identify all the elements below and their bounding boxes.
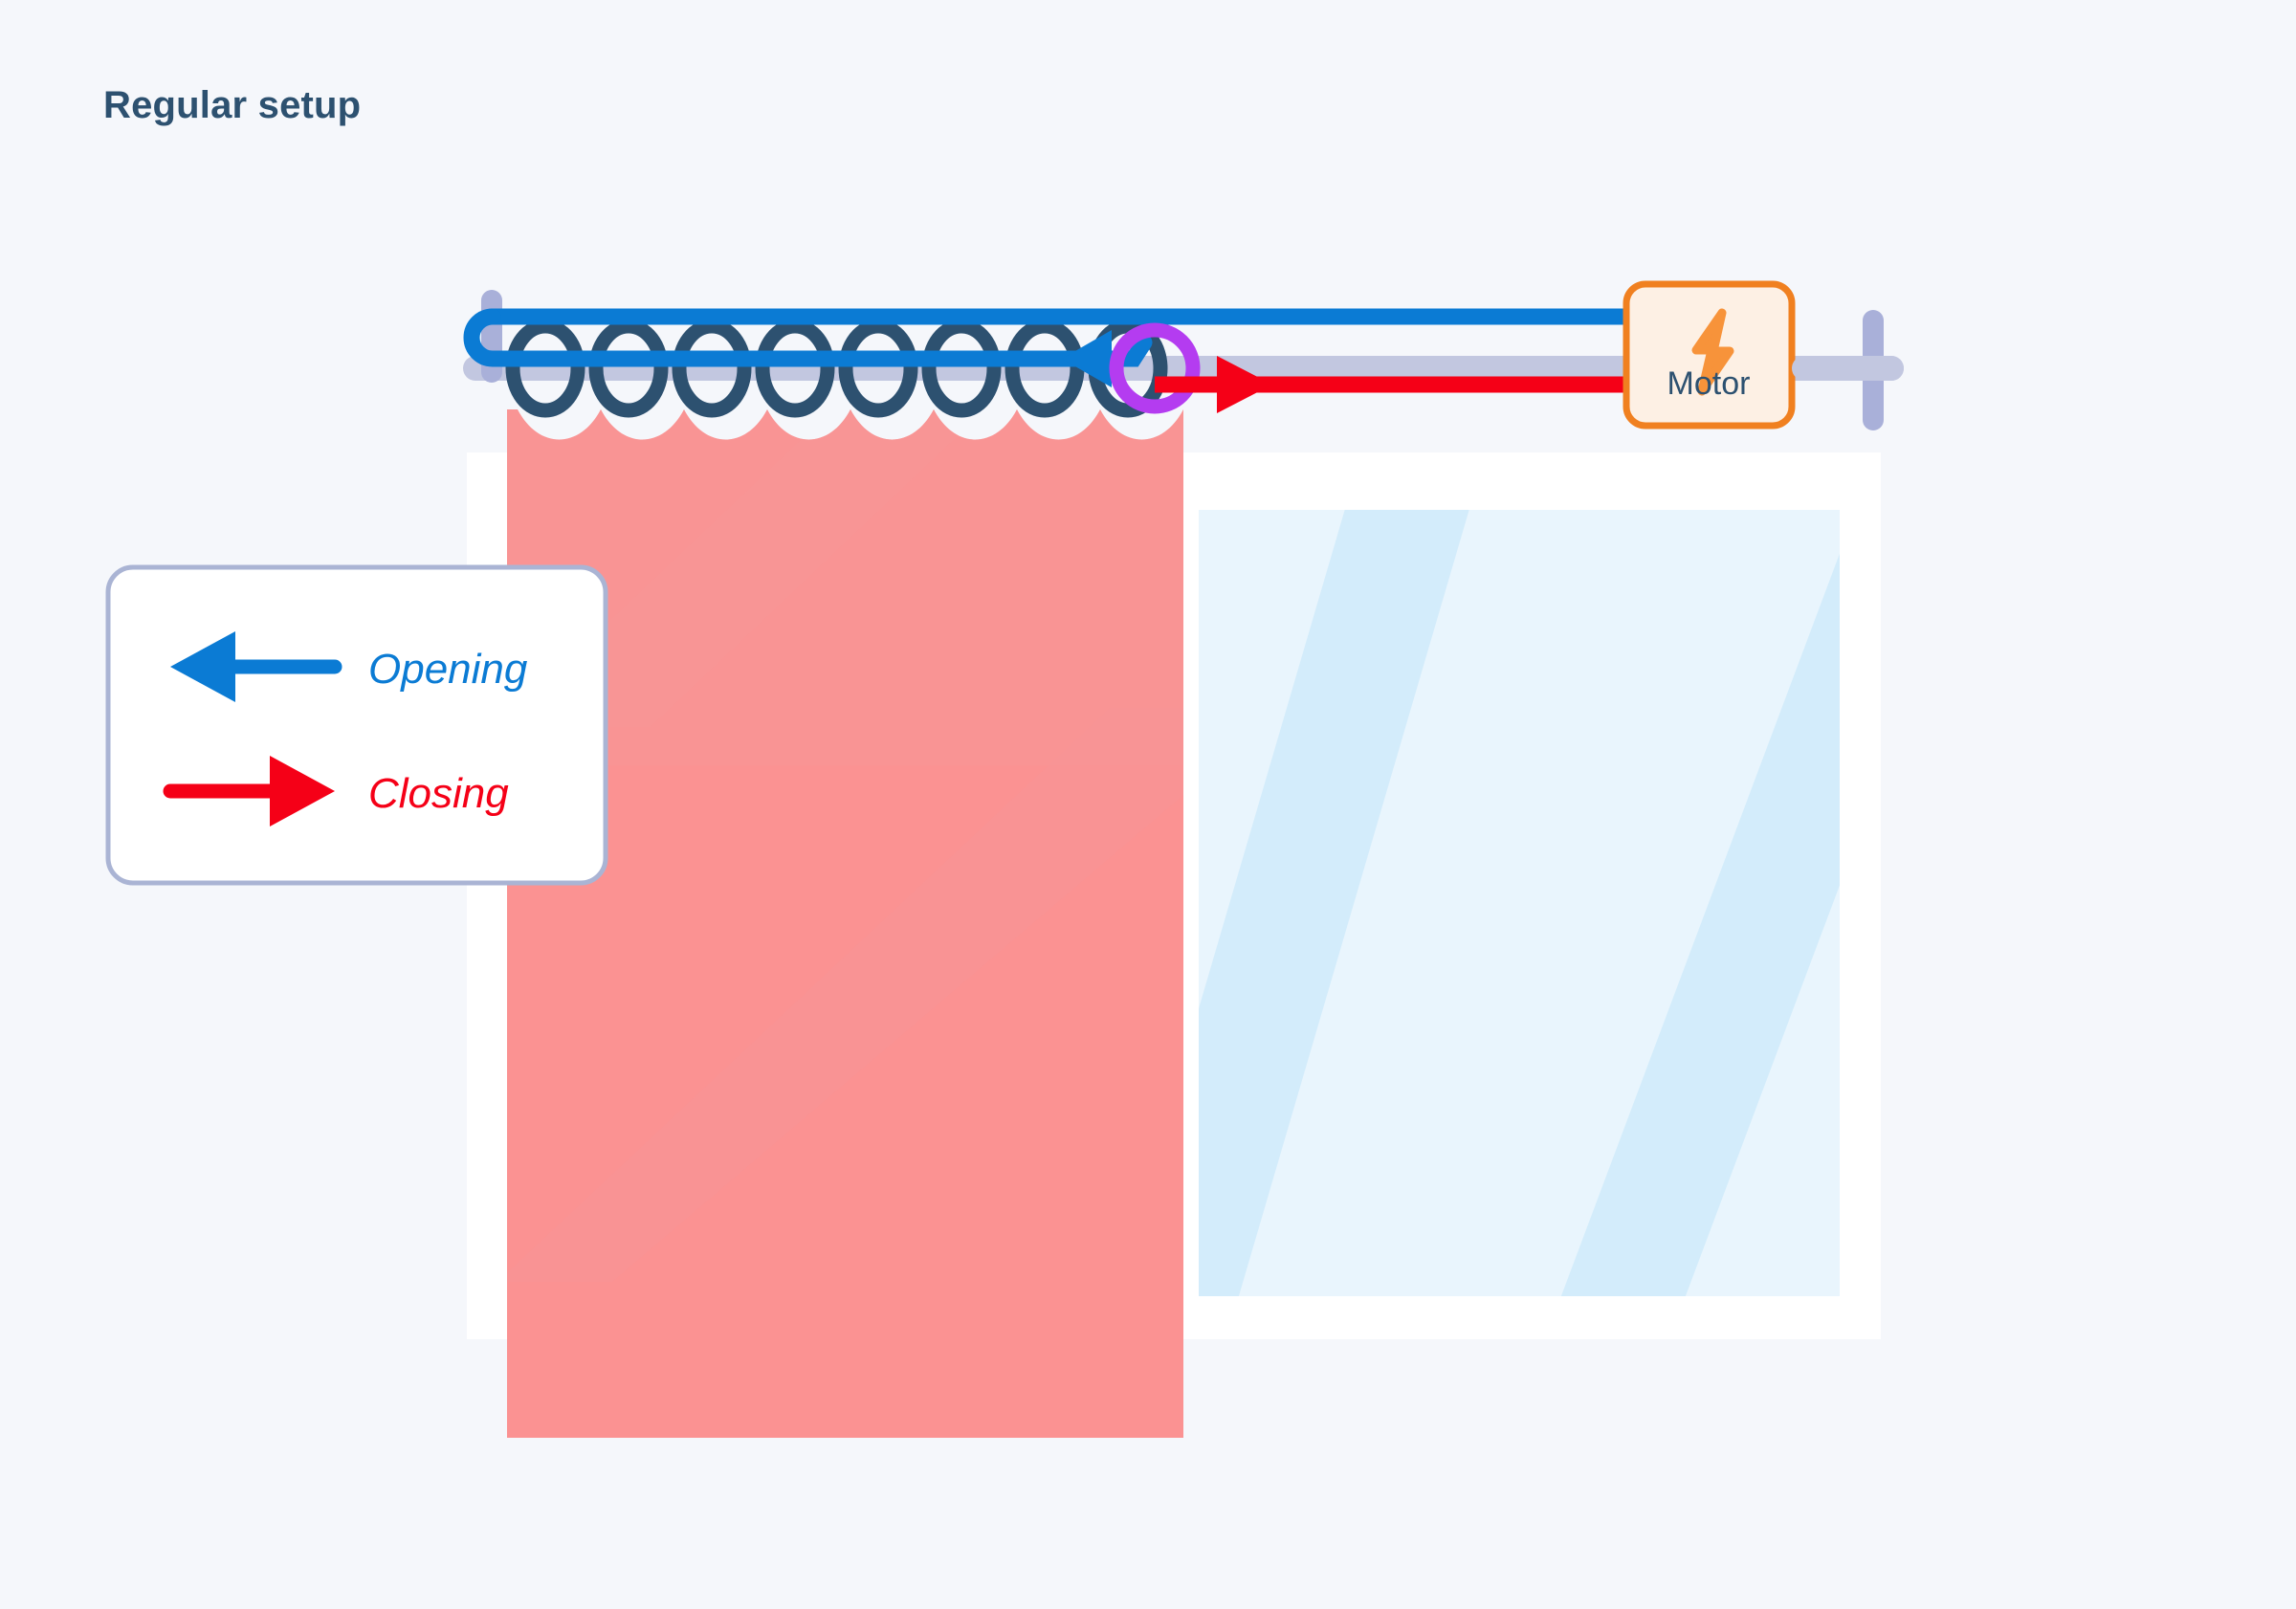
curtain-ring [1004, 319, 1085, 418]
closing-arrow-head [1217, 356, 1272, 413]
closing-cord [1155, 356, 1684, 413]
curtain-rings [505, 319, 1168, 418]
motor-box[interactable]: Motor [1623, 280, 1796, 430]
legend-box [105, 564, 608, 886]
curtain-ring [505, 319, 585, 418]
legend-item-opening: Opening [170, 631, 528, 702]
motor-label: Motor [1667, 365, 1751, 402]
curtain-ring [838, 319, 918, 418]
legend-label-opening: Opening [368, 646, 528, 693]
curtain-ring [588, 319, 669, 418]
legend-label-closing: Closing [368, 770, 509, 817]
direction-legend: Opening Closing [105, 564, 608, 886]
master-ring [1109, 322, 1201, 414]
curtain-ring [672, 319, 752, 418]
lightning-bolt-icon [1691, 308, 1734, 396]
arrow-right-icon [270, 756, 335, 827]
arrow-left-icon [170, 631, 235, 702]
window-glass-highlights [1199, 510, 1840, 1296]
left-end-stop [481, 290, 502, 383]
opening-arrow-head [1062, 330, 1112, 387]
legend-item-closing: Closing [163, 756, 509, 827]
curtain-ring [755, 319, 835, 418]
curtain-ring [921, 319, 1002, 418]
rail-right-segment [1792, 356, 1904, 381]
curtain-panel [507, 409, 1183, 1438]
opening-cord-left-wrap [463, 308, 1114, 367]
page-title: Regular setup [103, 84, 362, 126]
